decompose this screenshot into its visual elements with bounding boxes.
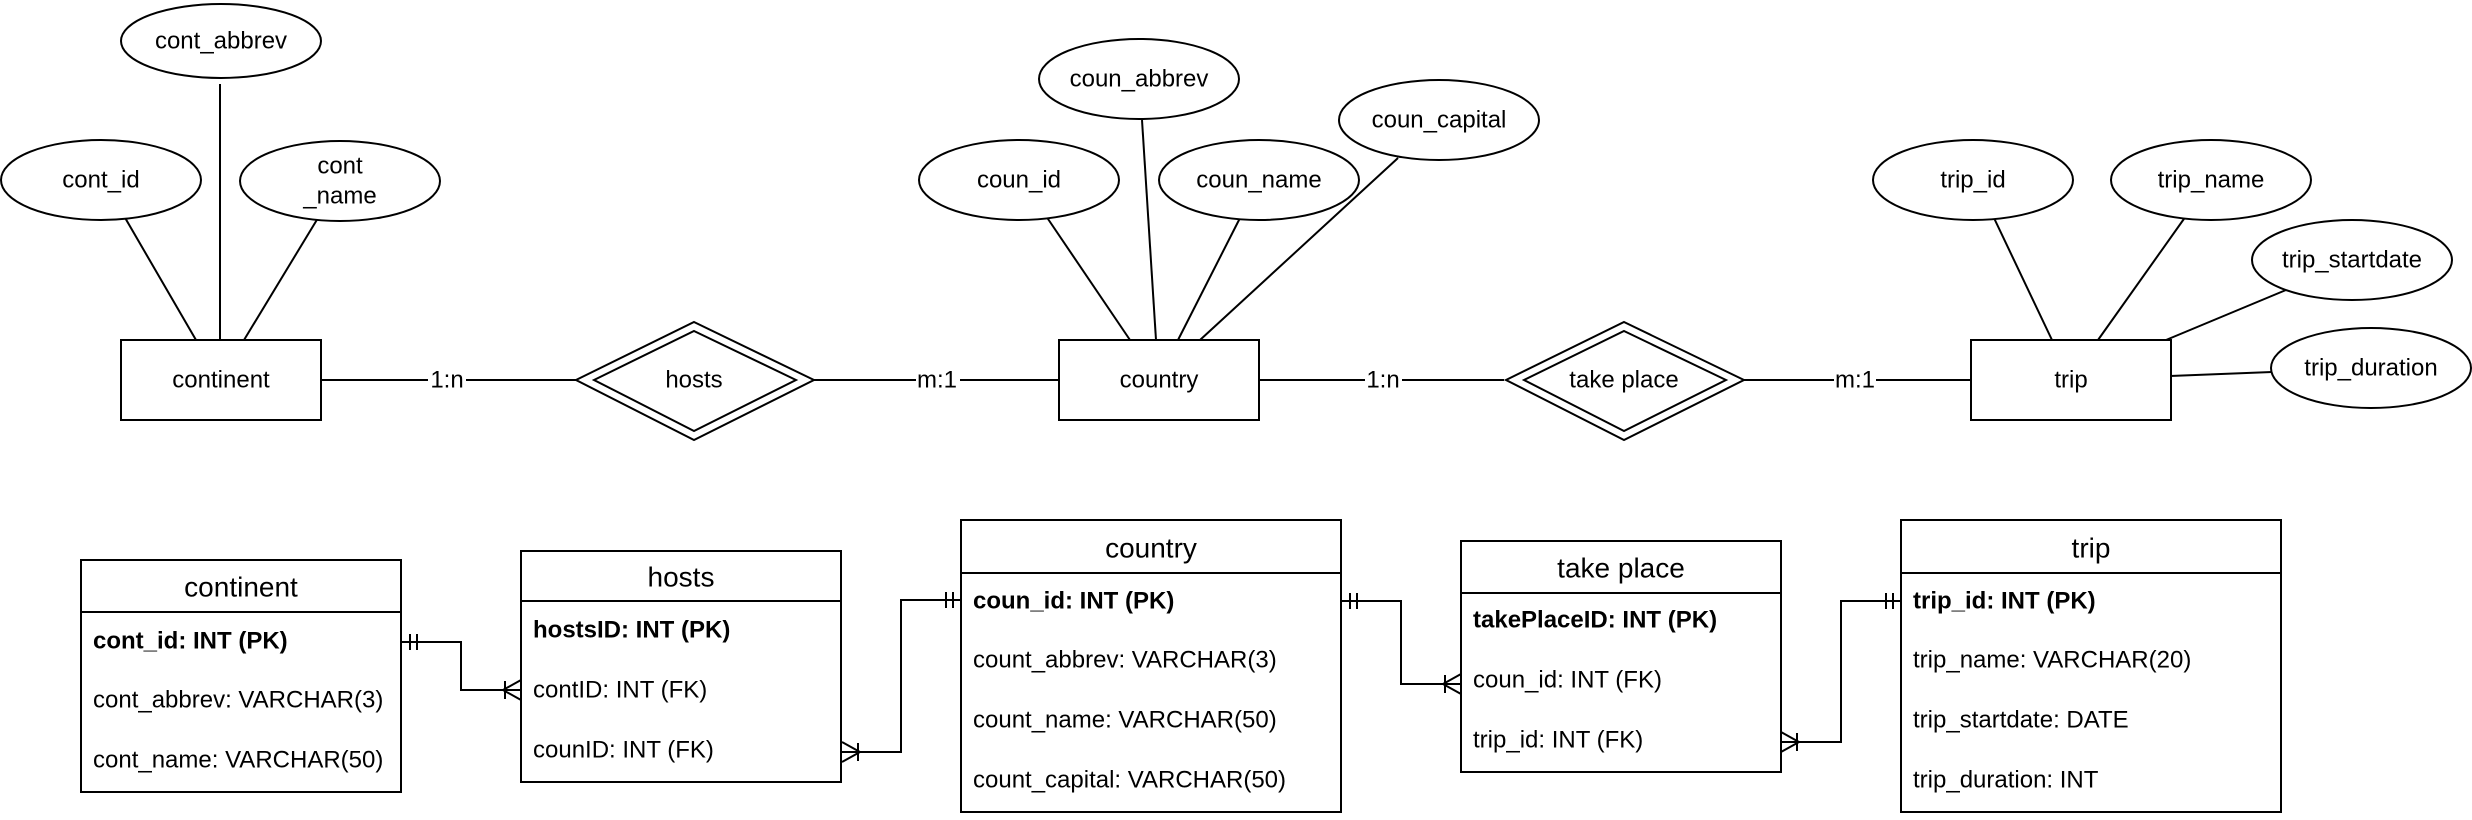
svg-text:continent: continent	[172, 367, 270, 394]
svg-text:coun_name: coun_name	[1196, 167, 1321, 194]
attribute-trip-duration: trip_duration	[2270, 327, 2472, 409]
svg-text:trip_duration: trip_duration	[2304, 355, 2437, 382]
table-row: trip_duration: INT	[1913, 767, 2099, 794]
table-row: count_name: VARCHAR(50)	[973, 707, 1277, 734]
attribute-trip-name: trip_name	[2110, 139, 2312, 221]
svg-text:cont: cont	[317, 153, 363, 180]
attribute-coun-name: coun_name	[1158, 139, 1360, 221]
relationship-take-place: take place	[1503, 320, 1747, 442]
attribute-coun-abbrev: coun_abbrev	[1038, 38, 1240, 120]
table-take-place: take place takePlaceID: INT (PK) coun_id…	[1460, 540, 1782, 773]
svg-text:coun_capital: coun_capital	[1372, 107, 1507, 134]
svg-text:trip_startdate: trip_startdate	[2282, 247, 2422, 274]
svg-text:coun_abbrev: coun_abbrev	[1070, 66, 1209, 93]
attribute-trip-id: trip_id	[1872, 139, 2074, 221]
svg-text:cont_abbrev: cont_abbrev	[155, 28, 287, 55]
table-title: trip	[2072, 533, 2111, 564]
svg-text:trip_name: trip_name	[2158, 167, 2265, 194]
table-row: cont_name: VARCHAR(50)	[93, 747, 383, 774]
table-title: continent	[184, 572, 298, 603]
svg-text:hosts: hosts	[665, 367, 722, 394]
entity-trip: trip	[1970, 339, 2172, 421]
table-country: country coun_id: INT (PK) count_abbrev: …	[960, 519, 1342, 813]
svg-text:take place: take place	[1569, 367, 1678, 394]
table-title: take place	[1557, 553, 1685, 584]
table-row: takePlaceID: INT (PK)	[1473, 607, 1717, 634]
attribute-coun-id: coun_id	[918, 139, 1120, 221]
entity-continent: continent	[120, 339, 322, 421]
table-trip: trip trip_id: INT (PK) trip_name: VARCHA…	[1900, 519, 2282, 813]
table-hosts: hosts hostsID: INT (PK) contID: INT (FK)…	[520, 550, 842, 783]
attribute-cont-name: cont _name	[239, 140, 441, 222]
table-row: coun_id: INT (FK)	[1473, 667, 1662, 694]
table-row: hostsID: INT (PK)	[533, 617, 730, 644]
relationship-hosts: hosts	[573, 320, 817, 442]
attribute-connectors	[123, 84, 2287, 377]
cardinality-continent-hosts: 1:n	[430, 367, 463, 394]
table-row: cont_abbrev: VARCHAR(3)	[93, 687, 383, 714]
entity-country: country	[1058, 339, 1260, 421]
table-row: count_abbrev: VARCHAR(3)	[973, 647, 1277, 674]
svg-text:trip: trip	[2054, 367, 2087, 394]
cardinality-country-takeplace: 1:n	[1366, 367, 1399, 394]
table-row: trip_startdate: DATE	[1913, 707, 2129, 734]
table-row: trip_id: INT (PK)	[1913, 588, 2096, 615]
svg-text:country: country	[1120, 367, 1199, 394]
table-row: trip_name: VARCHAR(20)	[1913, 647, 2191, 674]
attribute-coun-capital: coun_capital	[1338, 79, 1540, 161]
svg-text:trip_id: trip_id	[1940, 167, 2005, 194]
cardinality-hosts-country: m:1	[917, 367, 957, 394]
table-title: hosts	[648, 562, 715, 593]
cardinality-takeplace-trip: m:1	[1835, 367, 1875, 394]
table-row: contID: INT (FK)	[533, 677, 707, 704]
table-title: country	[1105, 533, 1197, 564]
table-row: coun_id: INT (PK)	[973, 588, 1174, 615]
table-row: cont_id: INT (PK)	[93, 628, 288, 655]
attribute-cont-abbrev: cont_abbrev	[120, 3, 322, 79]
table-row: counID: INT (FK)	[533, 737, 714, 764]
table-continent: continent cont_id: INT (PK) cont_abbrev:…	[80, 559, 402, 793]
svg-text:coun_id: coun_id	[977, 167, 1061, 194]
table-row: trip_id: INT (FK)	[1473, 727, 1643, 754]
table-row: count_capital: VARCHAR(50)	[973, 767, 1286, 794]
attribute-trip-startdate: trip_startdate	[2251, 219, 2453, 301]
svg-text:_name: _name	[302, 183, 376, 210]
attribute-cont-id: cont_id	[0, 139, 202, 221]
svg-text:cont_id: cont_id	[62, 167, 139, 194]
schema-connectors	[402, 592, 1901, 763]
